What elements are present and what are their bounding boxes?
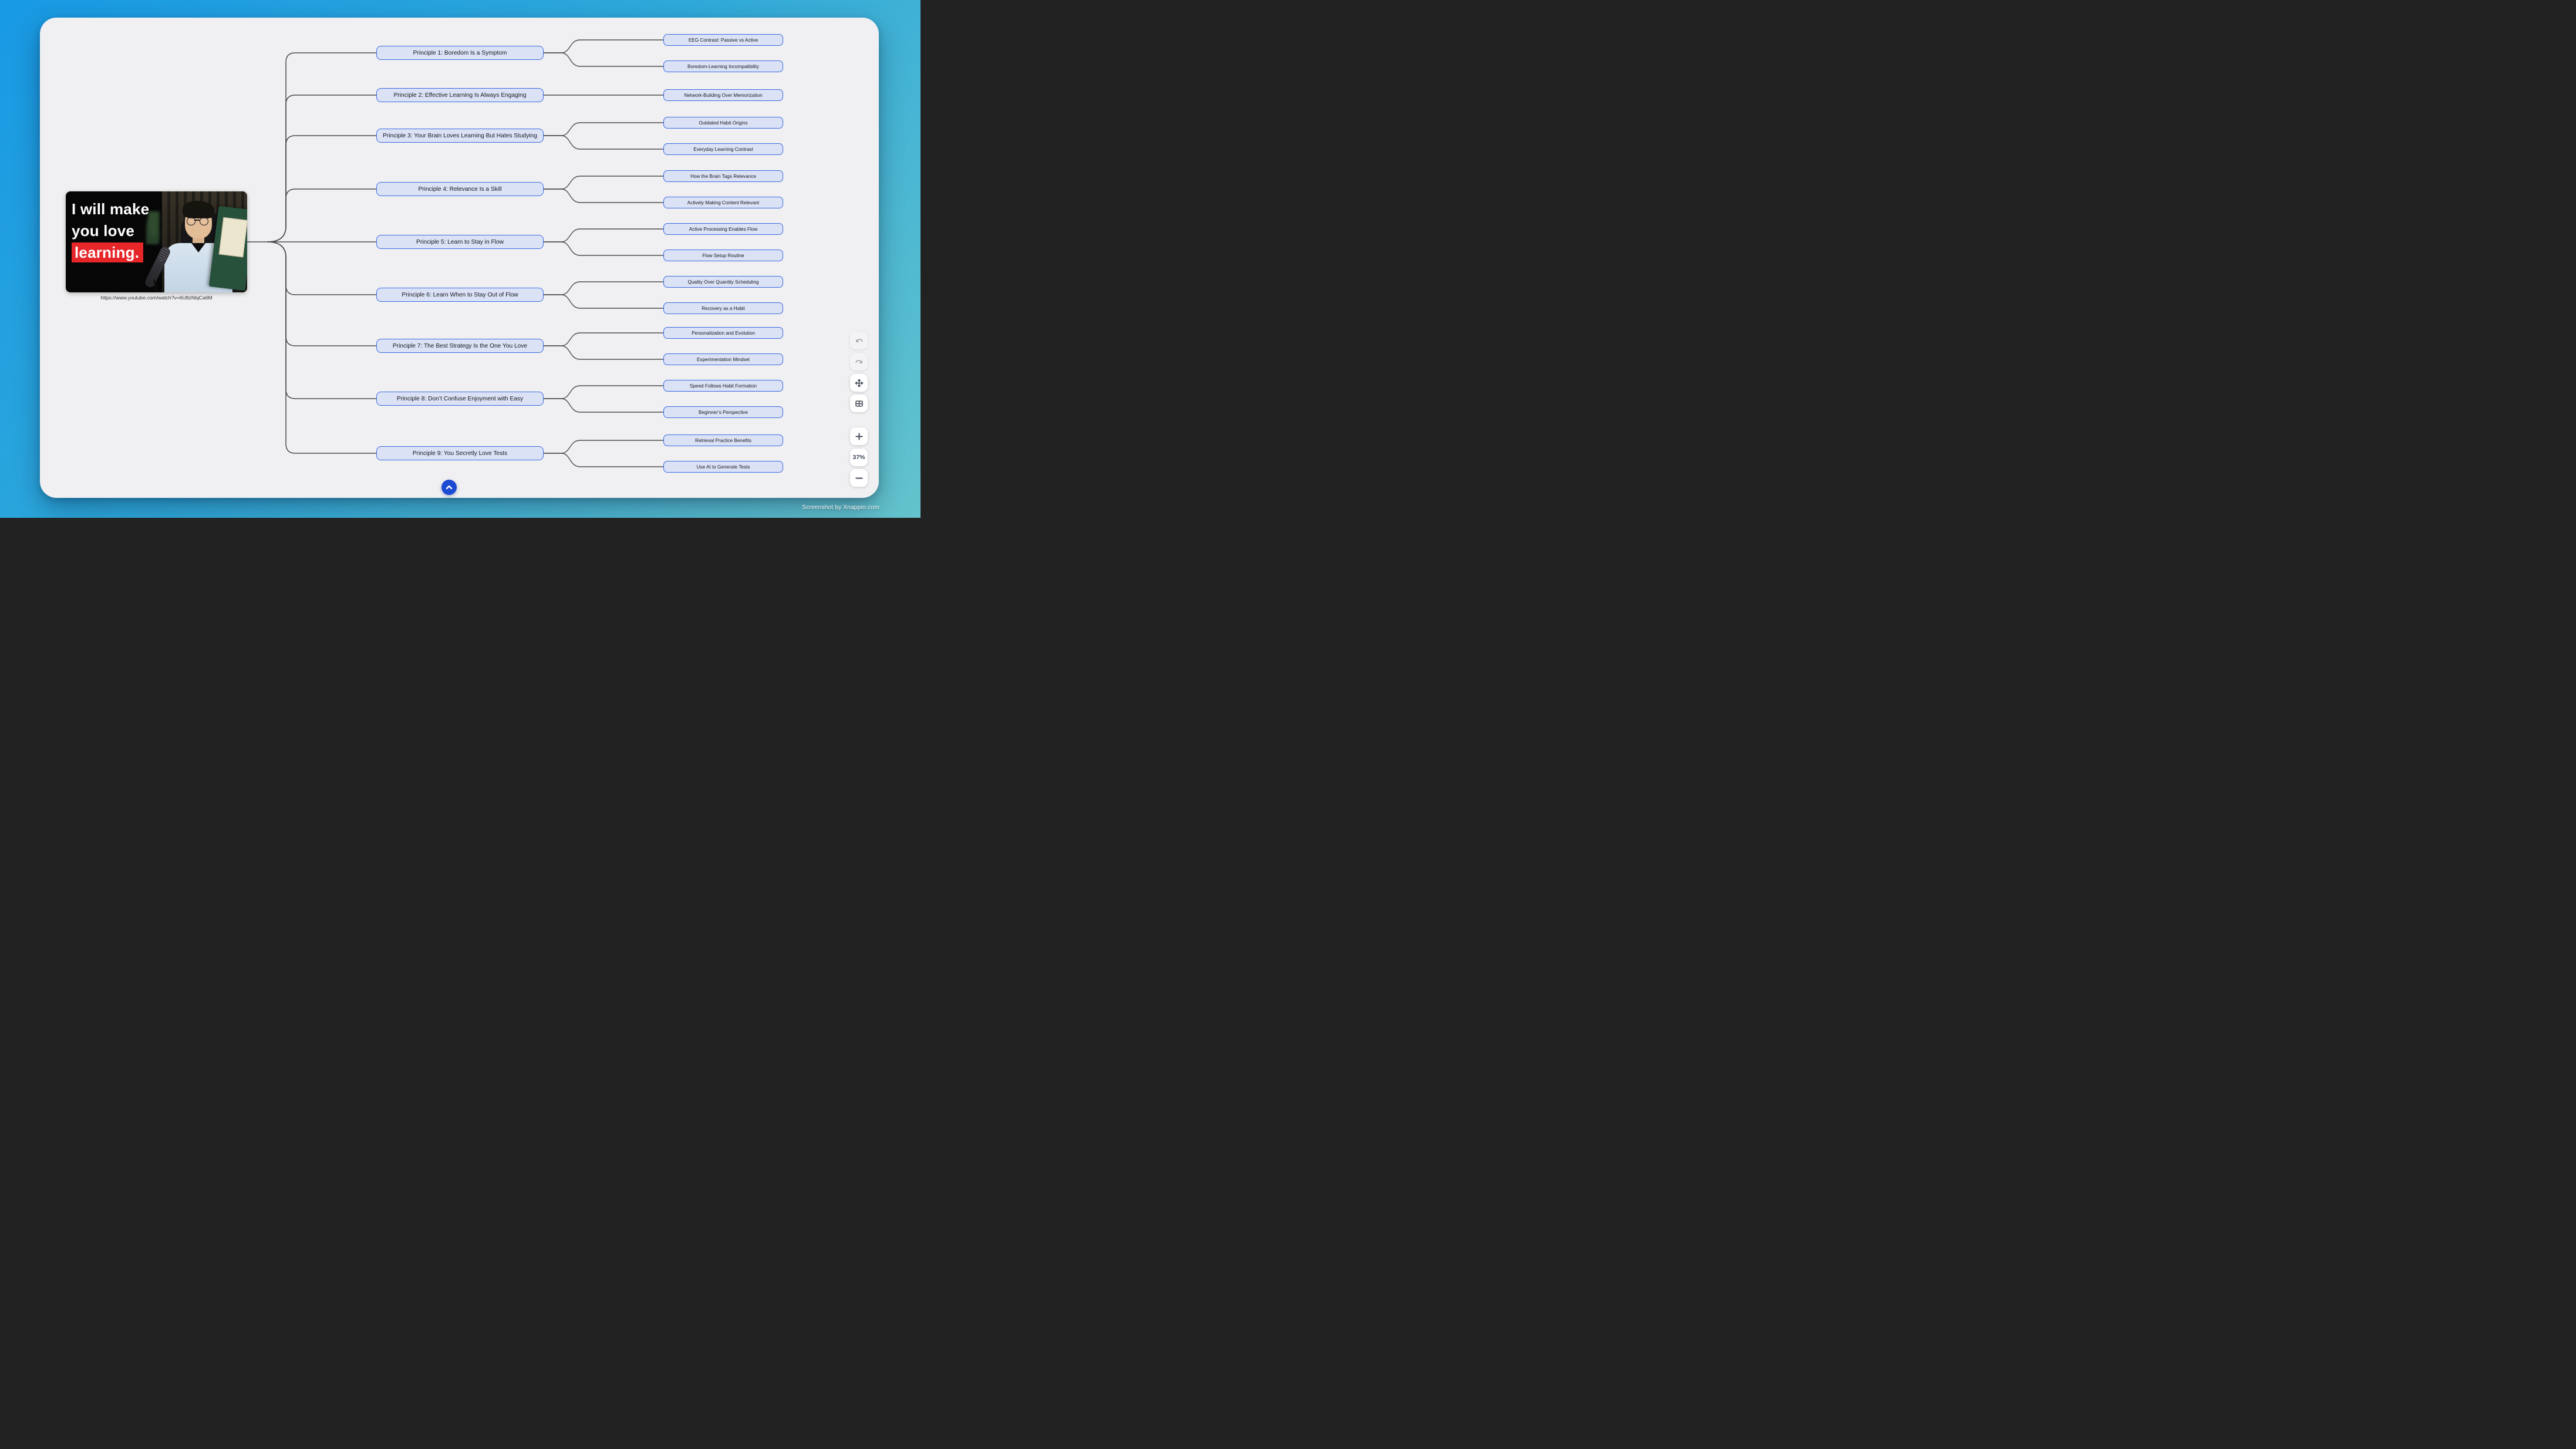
principle-node[interactable]: Principle 3: Your Brain Loves Learning B… [376, 129, 544, 143]
scroll-to-top-button[interactable] [441, 480, 457, 495]
child-node[interactable]: Beginner’s Perspective [663, 406, 783, 418]
principle-node[interactable]: Principle 7: The Best Strategy Is the On… [376, 339, 544, 353]
child-node[interactable]: Flow Setup Routine [663, 250, 783, 261]
thumbnail-line-3: learning. [72, 242, 144, 262]
principle-node[interactable]: Principle 8: Don’t Confuse Enjoyment wit… [376, 392, 544, 406]
zoom-in-button[interactable] [850, 427, 868, 445]
pan-tool-button[interactable] [850, 374, 868, 392]
person-glasses [187, 217, 210, 225]
app-background: I will make you love learning. https://w… [0, 0, 921, 518]
child-node[interactable]: Personalization and Evolution [663, 327, 783, 339]
video-thumbnail-node[interactable]: I will make you love learning. [66, 191, 247, 292]
child-node[interactable]: Actively Making Content Relevant [663, 197, 783, 208]
thumbnail-line-2: you love [72, 222, 135, 240]
child-node[interactable]: Outdated Habit Origins [663, 117, 783, 129]
child-node[interactable]: Quality Over Quantity Scheduling [663, 276, 783, 288]
principle-node[interactable]: Principle 6: Learn When to Stay Out of F… [376, 288, 544, 302]
child-node[interactable]: Recovery as a Habit [663, 302, 783, 314]
child-node[interactable]: Active Processing Enables Flow [663, 223, 783, 235]
table-grid-icon [855, 400, 863, 407]
undo-icon [855, 338, 862, 342]
child-node[interactable]: Network-Building Over Memorization [663, 89, 783, 101]
move-arrows-icon [855, 379, 863, 387]
principle-node[interactable]: Principle 9: You Secretly Love Tests [376, 446, 544, 460]
zoom-level-indicator: 37% [850, 449, 868, 466]
chevron-up-icon [446, 485, 453, 490]
child-node[interactable]: Use AI to Generate Tests [663, 461, 783, 473]
plus-icon [855, 432, 863, 440]
undo-button[interactable] [850, 332, 868, 349]
thumbnail-line-1: I will make [72, 200, 150, 218]
child-node[interactable]: Experimentation Mindset [663, 353, 783, 365]
minus-icon [855, 477, 863, 478]
principle-node[interactable]: Principle 4: Relevance Is a Skill [376, 182, 544, 196]
grid-view-button[interactable] [850, 395, 868, 412]
thumbnail-title-text: I will make you love learning. [72, 198, 149, 264]
zoom-out-button[interactable] [850, 469, 868, 487]
child-node[interactable]: Retrieval Practice Benefits [663, 434, 783, 446]
child-node[interactable]: Boredom-Learning Incompatibility [663, 60, 783, 72]
video-url-label: https://www.youtube.com/watch?v=6U8zNlqC… [100, 295, 213, 301]
child-node[interactable]: Speed Follows Habit Formation [663, 380, 783, 392]
plant-decoration [146, 211, 161, 244]
child-node[interactable]: EEG Contrast: Passive vs Active [663, 34, 783, 46]
child-node[interactable]: How the Brain Tags Relevance [663, 170, 783, 182]
principle-node[interactable]: Principle 2: Effective Learning Is Alway… [376, 88, 544, 102]
principle-node[interactable]: Principle 5: Learn to Stay in Flow [376, 235, 544, 249]
watermark-label: Screenshot by Xnapper.com [802, 504, 879, 511]
redo-icon [855, 359, 862, 363]
person-hair [183, 201, 214, 218]
redo-button[interactable] [850, 353, 868, 370]
child-node[interactable]: Everyday Learning Contrast [663, 143, 783, 155]
principle-node[interactable]: Principle 1: Boredom Is a Symptom [376, 46, 544, 60]
